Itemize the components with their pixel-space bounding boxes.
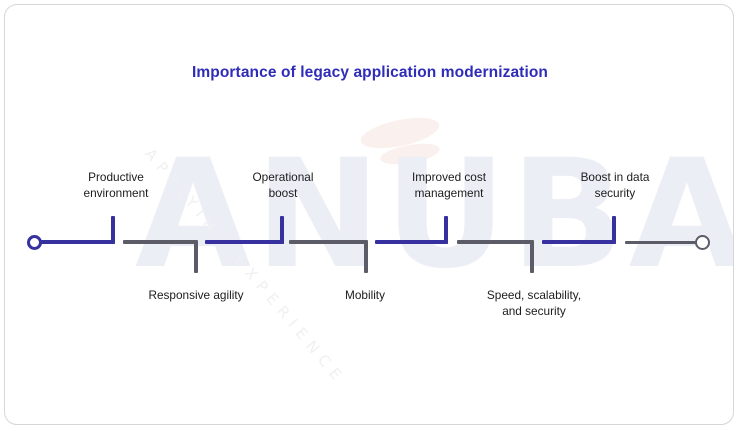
- timeline-tick-down-3: [530, 241, 534, 273]
- timeline-top-label-3: Improved cost management: [411, 170, 487, 200]
- timeline-tick-down-1: [194, 241, 198, 273]
- timeline-tick-up-3: [444, 216, 448, 244]
- timeline-segment-gray-2: [289, 240, 368, 244]
- timeline-segment-gray-1: [123, 240, 198, 244]
- timeline-bottom-label-2: Mobility: [345, 288, 385, 302]
- timeline-segment-blue-1: [39, 240, 115, 244]
- timeline-bottom-label-1: Responsive agility: [148, 288, 244, 302]
- timeline-tick-up-2: [280, 216, 284, 244]
- timeline-segment-blue-3: [375, 240, 448, 244]
- timeline: Productive environment Operational boost…: [5, 5, 733, 424]
- timeline-top-label-1: Productive environment: [83, 170, 149, 200]
- timeline-segment-gray-4: [625, 241, 697, 244]
- infographic-card: ANUBAVAM APPLYING EXPERIENCE Importance …: [4, 4, 734, 425]
- timeline-segment-gray-3: [457, 240, 534, 244]
- timeline-bottom-label-3: Speed, scalability, and security: [486, 288, 582, 318]
- timeline-top-label-2: Operational boost: [252, 170, 314, 200]
- page-title: Importance of legacy application moderni…: [192, 64, 548, 81]
- timeline-end-marker: [695, 235, 710, 250]
- timeline-top-label-4: Boost in data security: [580, 170, 650, 200]
- timeline-tick-up-1: [111, 216, 115, 244]
- timeline-segment-blue-2: [205, 240, 284, 244]
- timeline-segment-blue-4: [542, 240, 616, 244]
- timeline-tick-up-4: [612, 216, 616, 244]
- timeline-tick-down-2: [364, 241, 368, 273]
